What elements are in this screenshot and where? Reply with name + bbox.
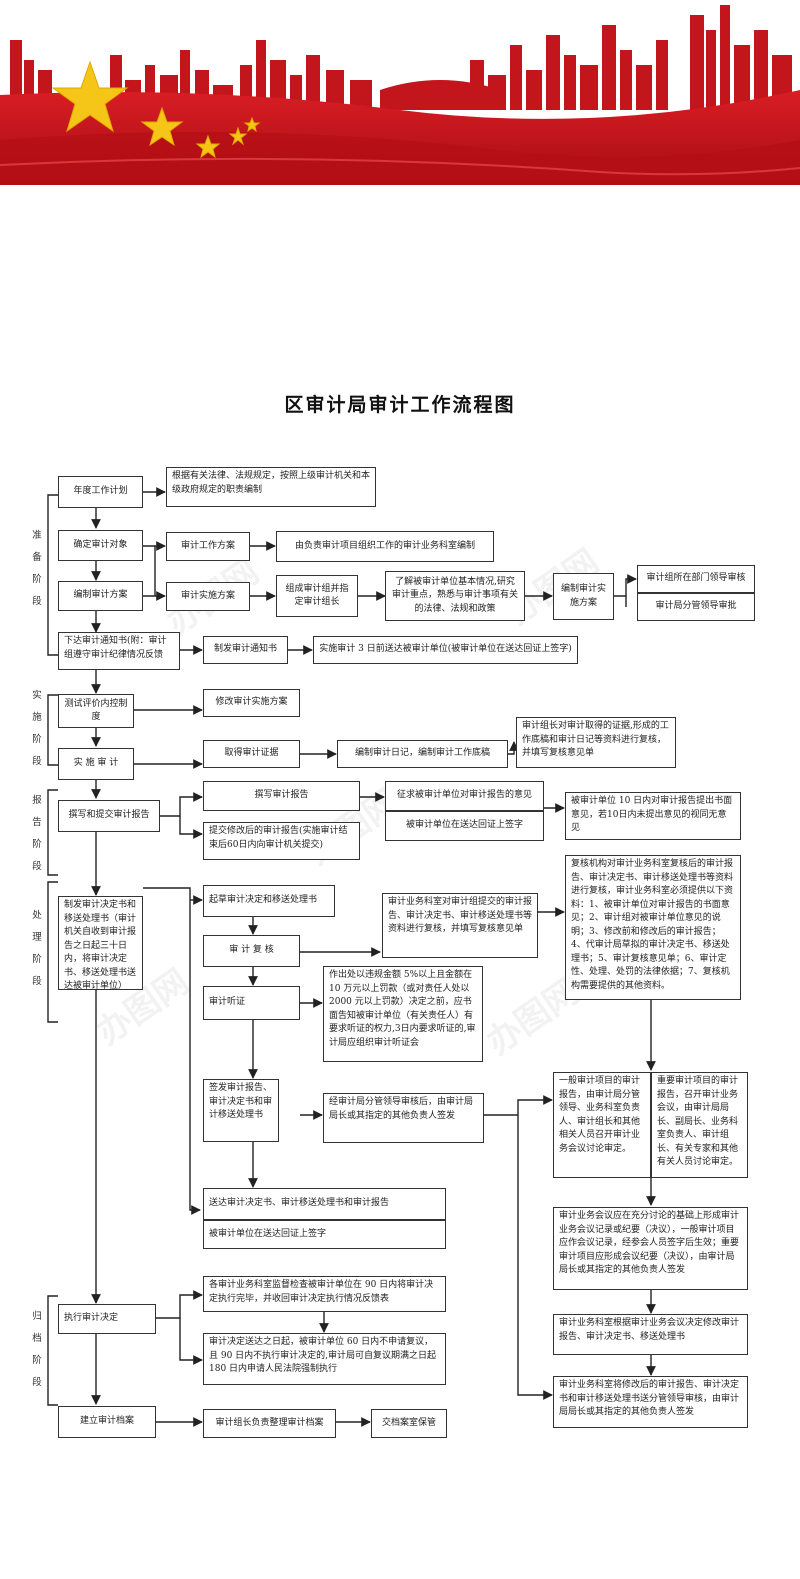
leader-archive-box: 审计组长负责整理审计档案 <box>203 1409 336 1438</box>
stage-label-process: 处 理 阶 段 <box>32 910 42 987</box>
determine-target-box: 确定审计对象 <box>58 530 143 561</box>
submit-revised-report-box: 提交修改后的审计报告(实施审计结束后60日内向审计机关提交) <box>203 822 360 860</box>
execute-decision-box: 执行审计决定 <box>58 1304 156 1334</box>
revise-report-box: 审计业务科室根据审计业务会议决定修改审计报告、审计决定书、移送处理书 <box>553 1314 748 1355</box>
solicit-opinion-box: 征求被审计单位对审计报告的意见 <box>385 781 544 811</box>
unit-sign-box-1: 被审计单位在送达回证上签字 <box>385 811 544 841</box>
supervise-exec-box: 各审计业务科室监督检查被审计单位在 90 日内将审计决定执行完毕，并收回审计决定… <box>203 1276 446 1312</box>
audit-diary-box: 编制审计日记，编制审计工作底稿 <box>337 740 508 768</box>
issue-notice-box: 制发审计通知书 <box>203 636 288 664</box>
form-team-box: 组成审计组并指定审计组长 <box>276 575 358 617</box>
audit-recheck-box: 审 计 复 核 <box>203 935 300 967</box>
stage-label-report: 报 告 阶 段 <box>32 795 42 872</box>
ten-day-opinion-box: 被审计单位 10 日内对审计报告提出书面意见，若10日内未提出意见的视同无意见 <box>565 792 741 840</box>
star-icons <box>51 60 261 159</box>
write-submit-report-box: 撰写和提交审计报告 <box>58 800 160 832</box>
modify-plan-box: 修改审计实施方案 <box>203 689 300 717</box>
obtain-evidence-box: 取得审计证据 <box>203 740 300 768</box>
unit-sign-box-2: 被审计单位在送达回证上签字 <box>203 1220 446 1249</box>
annual-plan-box: 年度工作计划 <box>58 476 143 508</box>
impl-plan-box: 审计实施方案 <box>166 582 250 611</box>
work-plan-box: 审计工作方案 <box>166 532 250 561</box>
sign-issue-box: 签发审计报告、审计决定书和审计移送处理书 <box>203 1079 279 1142</box>
compile-plan-box: 编制审计方案 <box>58 581 143 611</box>
leader-check-box: 审计组长对审计取得的证据,形成的工作底稿和审计日记等资料进行复核，并填写复核意见… <box>516 717 676 768</box>
city-skyline <box>10 5 792 110</box>
internal-control-box: 测试评价内控制度 <box>58 694 134 728</box>
sign-issue-note-box: 经审计局分管领导审核后，由审计局局长或其指定的其他负责人签发 <box>323 1093 484 1143</box>
dept-review-box: 审计组所在部门领导审核 <box>637 565 755 593</box>
plan-basis-box: 根据有关法律、法规规定，按照上级审计机关和本级政府规定的职责编制 <box>166 467 376 507</box>
write-report-box: 撰写审计报告 <box>203 781 360 811</box>
build-archive-box: 建立审计档案 <box>58 1406 156 1438</box>
stage-label-archive: 归 档 阶 段 <box>32 1311 42 1388</box>
major-project-box: 重要审计项目的审计报告，召开审计业务会议，由审计局局长、副局长、业务科室负责人、… <box>651 1072 748 1178</box>
audit-notice-box: 下达审计通知书(附：审计组遵守审计纪律情况反馈 <box>58 632 180 670</box>
leader-approve-box: 审计局分管领导审批 <box>637 593 755 621</box>
general-project-box: 一般审计项目的审计报告，由审计局分管领导、业务科室负责人、审计组长和其他相关人员… <box>553 1072 651 1178</box>
overdue-enforce-box: 审计决定送达之日起，被审计单位 60 日内不申请复议，且 90 日内不执行审计决… <box>203 1333 446 1385</box>
compile-impl-plan-box: 编制审计实施方案 <box>553 573 614 620</box>
submit-sign-box: 审计业务科室将修改后的审计报告、审计决定书和审计移送处理书送分管领导审核，由审计… <box>553 1376 748 1428</box>
recheck-note-box: 审计业务科室对审计组提交的审计报告、审计决定书、审计移送处理书等资料进行复核，并… <box>382 893 538 958</box>
implement-audit-box: 实 施 审 计 <box>58 748 134 780</box>
page-title: 区审计局审计工作流程图 <box>284 394 516 416</box>
archive-room-box: 交档案室保管 <box>371 1409 447 1438</box>
header-banner <box>0 0 800 185</box>
hearing-note-box: 作出处以违规金额 5%以上且金额在 10 万元以上罚款（或对责任人处以 2000… <box>323 966 483 1062</box>
notice-delivery-box: 实施审计 3 日前送达被审计单位(被审计单位在送达回证上签字) <box>313 636 578 664</box>
stage-label-prep: 准 备 阶 段 <box>32 530 42 607</box>
work-plan-note-box: 由负责审计项目组织工作的审计业务科室编制 <box>276 531 494 562</box>
draft-decision-box: 起草审计决定和移送处理书 <box>203 885 335 917</box>
meeting-record-box: 审计业务会议应在充分讨论的基础上形成审计业务会议记录或纪要（决议），一般审计项目… <box>553 1207 748 1290</box>
understand-unit-box: 了解被审计单位基本情况,研究审计重点，熟悉与审计事项有关的法律、法规和政策 <box>385 571 525 621</box>
deliver-docs-box: 送达审计决定书、审计移送处理书和审计报告 <box>203 1188 446 1220</box>
decision-issue-box: 制发审计决定书和移送处理书（审计机关自收到审计报告之日起三十日内，将审计决定书、… <box>58 896 143 990</box>
recheck-institution-box: 复核机构对审计业务科室复核后的审计报告、审计决定书、审计移送处理书等资料进行复核… <box>565 855 741 1000</box>
stage-label-implement: 实 施 阶 段 <box>32 690 42 767</box>
audit-hearing-box: 审计听证 <box>203 986 300 1020</box>
